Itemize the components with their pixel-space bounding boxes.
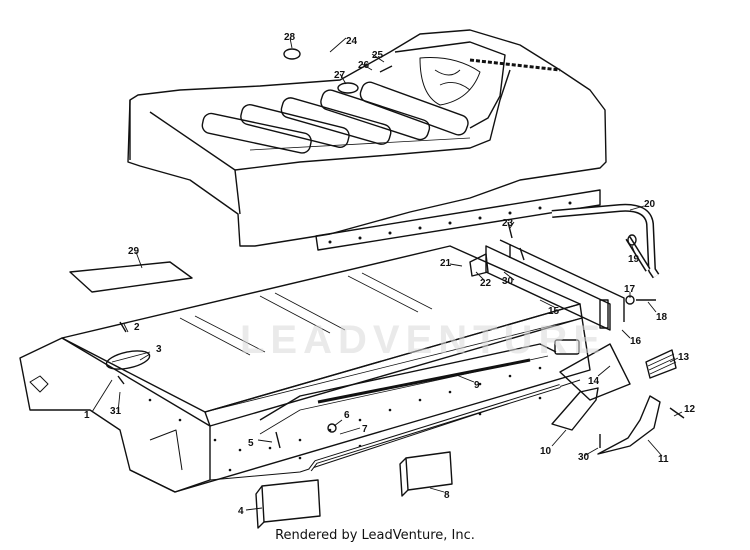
callout-29: 29 xyxy=(128,246,140,257)
callout-20: 20 xyxy=(644,199,656,210)
grab-handle xyxy=(551,203,660,279)
watermark: LEADVENTURE xyxy=(240,318,607,362)
callout-17: 17 xyxy=(624,284,636,295)
callout-18: 18 xyxy=(656,312,668,323)
strip-part xyxy=(69,261,193,293)
frame-pan xyxy=(19,245,591,493)
rear-rails xyxy=(485,239,625,331)
callout-31: 31 xyxy=(110,406,122,417)
callout-9: 9 xyxy=(474,380,480,391)
mud-flap-right xyxy=(597,395,661,455)
callout-2: 2 xyxy=(134,322,140,333)
callout-28: 28 xyxy=(284,32,296,43)
callout-6: 6 xyxy=(344,410,350,421)
callout-12: 12 xyxy=(684,404,696,415)
callout-11: 11 xyxy=(658,454,669,465)
callout-26: 26 xyxy=(358,60,370,71)
callout-25: 25 xyxy=(372,50,384,61)
callout-22: 22 xyxy=(480,278,492,289)
footer-credit: Rendered by LeadVenture, Inc. xyxy=(275,528,475,543)
bracket-8 xyxy=(399,451,453,497)
reflector xyxy=(645,349,677,379)
callout-30a: 30 xyxy=(502,276,514,287)
callout-10: 10 xyxy=(540,446,552,457)
seat-assembly xyxy=(127,29,607,251)
callout-14: 14 xyxy=(588,376,600,387)
callout-30b: 30 xyxy=(578,452,590,463)
callout-15: 15 xyxy=(548,306,560,317)
callout-4: 4 xyxy=(238,506,244,517)
callout-5: 5 xyxy=(248,438,254,449)
bracket-4 xyxy=(255,479,321,529)
callout-16: 16 xyxy=(630,336,642,347)
callout-21: 21 xyxy=(440,258,452,269)
callout-23: 23 xyxy=(502,218,514,229)
callout-19: 19 xyxy=(628,254,640,265)
callout-8: 8 xyxy=(444,490,450,501)
callout-24: 24 xyxy=(346,36,358,47)
callout-7: 7 xyxy=(362,424,368,435)
callout-1: 1 xyxy=(84,410,90,421)
callout-27: 27 xyxy=(334,70,346,81)
mud-flap-left xyxy=(551,387,599,431)
callout-13: 13 xyxy=(678,352,690,363)
callout-3: 3 xyxy=(156,344,162,355)
rear-panel xyxy=(559,343,631,401)
